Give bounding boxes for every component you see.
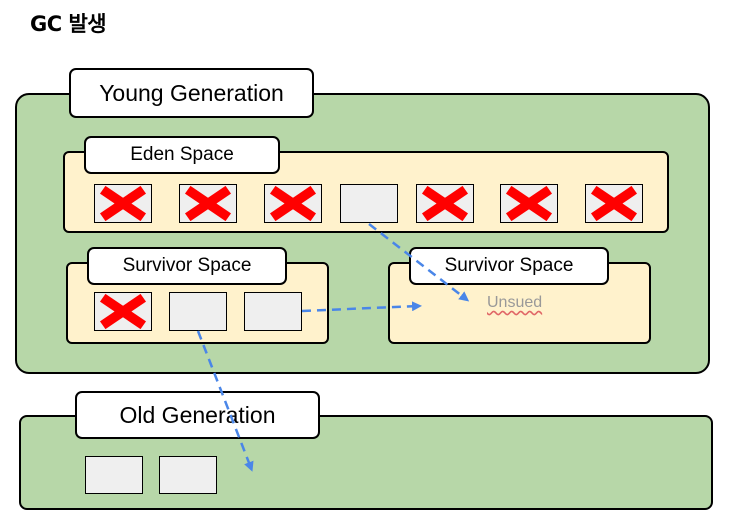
- eden-object-6: [500, 184, 558, 223]
- eden-object-1: [94, 184, 152, 223]
- eden-object-7: [585, 184, 643, 223]
- survivor-space-right-label: Survivor Space: [409, 247, 609, 285]
- survivor-space-left-label: Survivor Space: [87, 247, 287, 285]
- page-title: GC 발생: [30, 12, 107, 36]
- red-x-icon: [417, 185, 473, 222]
- eden-object-4: [340, 184, 398, 223]
- eden-object-3: [264, 184, 322, 223]
- unused-status-text: Unsued: [487, 294, 543, 311]
- survivor-object-3: [244, 292, 302, 331]
- old-generation-label: Old Generation: [75, 391, 320, 439]
- red-x-icon: [501, 185, 557, 222]
- old-object-2: [159, 456, 217, 494]
- eden-object-2: [179, 184, 237, 223]
- red-x-icon: [586, 185, 642, 222]
- eden-space-label: Eden Space: [84, 136, 280, 174]
- red-x-icon: [180, 185, 236, 222]
- red-x-icon: [265, 185, 321, 222]
- young-generation-label: Young Generation: [69, 68, 314, 118]
- eden-object-5: [416, 184, 474, 223]
- survivor-object-2: [169, 292, 227, 331]
- red-x-icon: [95, 185, 151, 222]
- old-object-1: [85, 456, 143, 494]
- survivor-object-1: [94, 292, 152, 331]
- red-x-icon: [95, 293, 151, 330]
